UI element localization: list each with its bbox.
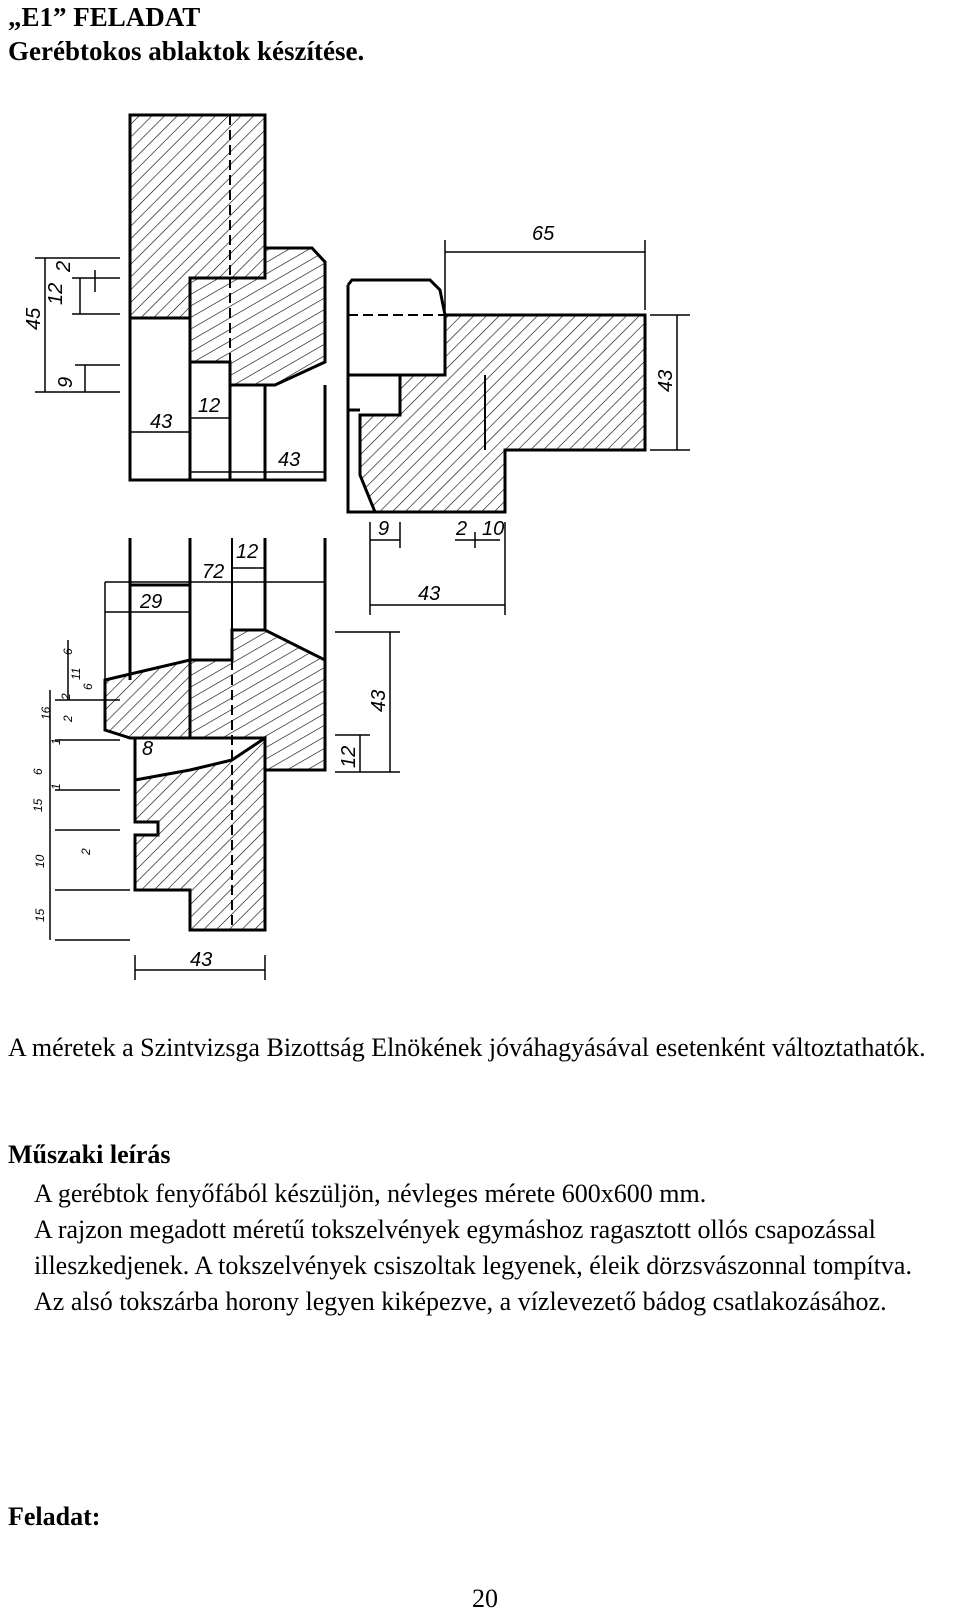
- technical-drawing: 2 12 45 9 12 43 43 65 43 9 2 10: [23, 113, 690, 980]
- dimension-labels-bottom-right: 43 12: [338, 690, 390, 768]
- dim-label: 12: [198, 395, 220, 417]
- dim-label: 10: [482, 518, 504, 540]
- dim-label: 12: [236, 541, 258, 563]
- dim-label: 16: [39, 706, 53, 720]
- profile-outline: [128, 318, 327, 482]
- hatched-profile-frame: [358, 313, 647, 514]
- detail-bottom-left: [103, 538, 327, 932]
- dim-label: 6: [31, 768, 45, 775]
- dim-label: 2: [79, 848, 93, 856]
- dim-label: 43: [418, 583, 440, 605]
- dim-label: 10: [33, 854, 47, 868]
- description-paragraph: A rajzon megadott méretű tokszelvények e…: [34, 1215, 912, 1280]
- dimensions-top-left: [35, 257, 325, 473]
- dim-label: 15: [31, 798, 45, 812]
- dim-label: 6: [81, 683, 95, 690]
- dimension-labels-top-right: 65 43 9 2 10 43: [378, 223, 677, 605]
- dim-label: 43: [368, 690, 390, 712]
- dim-label: 8: [142, 738, 153, 760]
- dimension-labels-bottom-left: 12 72 29 6 6 11 2 16 2 1 6 1 15 2 10 15 …: [31, 541, 258, 971]
- detail-top-left: [128, 113, 327, 482]
- technical-description-heading: Műszaki leírás: [8, 1140, 171, 1169]
- technical-description: A gerébtok fenyőfából készüljön, névlege…: [34, 1176, 954, 1320]
- dim-label: 1: [49, 783, 63, 790]
- description-paragraph: A gerébtok fenyőfából készüljön, névlege…: [34, 1179, 707, 1208]
- profile-outline-top: [346, 285, 375, 514]
- dimensions-bottom-right: [335, 631, 400, 773]
- detail-top-right: [346, 278, 647, 514]
- hatched-profile-sash-b: [188, 628, 327, 772]
- page-number: 20: [472, 1584, 498, 1613]
- dim-label: 6: [61, 648, 75, 655]
- task-subtitle: Gerébtokos ablaktok készítése.: [8, 36, 365, 66]
- dim-label: 43: [655, 370, 677, 392]
- dim-label: 12: [45, 283, 67, 305]
- dim-label: 2: [61, 715, 75, 723]
- hatched-profile-sash-a: [103, 658, 192, 740]
- dim-label: 43: [278, 449, 300, 471]
- dim-label: 9: [55, 377, 77, 388]
- dim-label: 2: [455, 518, 467, 540]
- dim-label: 12: [338, 746, 360, 768]
- description-paragraph: Az alsó tokszárba horony legyen kiképezv…: [34, 1287, 887, 1316]
- dimension-labels-top-left: 2 12 45 9 12 43 43: [23, 261, 300, 471]
- dim-label: 2: [59, 693, 73, 701]
- hatched-profile-bottom: [133, 735, 267, 932]
- task-label: Feladat:: [8, 1502, 101, 1531]
- dim-label: 65: [532, 223, 555, 245]
- dimension-note: A méretek a Szintvizsga Bizottság Elnöké…: [8, 1033, 926, 1062]
- dim-label: 43: [190, 949, 212, 971]
- dim-label: 9: [378, 518, 389, 540]
- dim-label: 43: [150, 411, 172, 433]
- dim-label: 72: [202, 561, 224, 583]
- dimensions-top-right: [369, 240, 690, 615]
- dim-label: 11: [69, 668, 83, 680]
- dim-label: 15: [33, 908, 47, 922]
- dim-label: 29: [139, 591, 162, 613]
- hatched-profile-mid: [188, 246, 327, 387]
- dim-label: 1: [49, 738, 63, 745]
- dim-label: 2: [53, 261, 75, 273]
- task-code: „E1” FELADAT: [8, 2, 201, 32]
- dim-label: 45: [23, 307, 45, 330]
- dimensions-bottom-left: [49, 567, 325, 980]
